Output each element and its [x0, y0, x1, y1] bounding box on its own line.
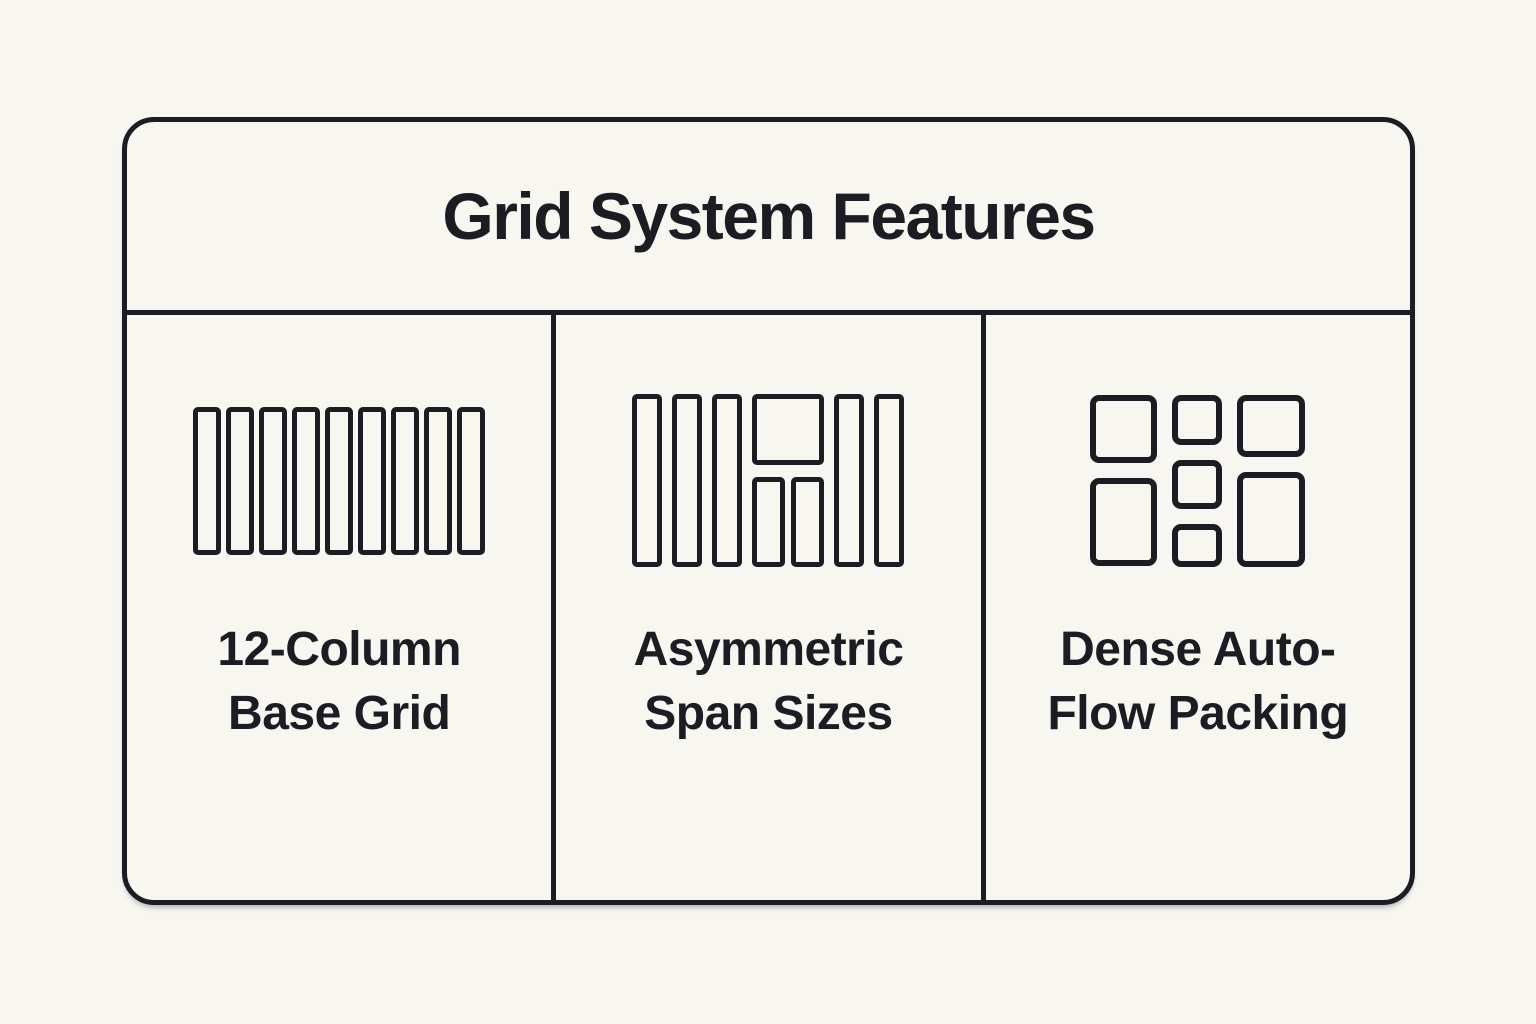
packed-cell — [1090, 394, 1158, 463]
packed-cell — [1090, 477, 1158, 566]
span-bar — [834, 394, 865, 567]
icon-zone — [632, 393, 905, 568]
panel-asymmetric-span-sizes: Asymmetric Span Sizes — [551, 315, 980, 900]
card-body: 12-Column Base Grid — [127, 315, 1410, 900]
panel-12-column-base-grid: 12-Column Base Grid — [127, 315, 551, 900]
span-bar — [672, 394, 703, 567]
column-bar — [226, 406, 255, 555]
column-bar — [391, 406, 420, 555]
panel-label: 12-Column Base Grid — [217, 623, 461, 740]
icon-zone — [1090, 393, 1306, 568]
packed-cell — [1237, 394, 1306, 457]
column-bar — [292, 406, 321, 555]
short-span-bar — [791, 477, 825, 567]
column-bar — [325, 406, 354, 555]
asymmetric-span-icon — [632, 394, 905, 567]
column-bar — [457, 406, 486, 555]
packed-cell — [1172, 523, 1223, 567]
dense-autoflow-icon — [1090, 394, 1306, 567]
card-title: Grid System Features — [442, 179, 1096, 253]
short-span-row — [752, 477, 825, 567]
packed-cell — [1172, 394, 1223, 445]
packing-column — [1237, 394, 1306, 567]
packed-cell — [1237, 471, 1306, 567]
span-bar — [712, 394, 743, 567]
column-bar — [358, 406, 387, 555]
span-bar — [632, 394, 663, 567]
packing-column — [1090, 394, 1158, 566]
short-span-bar — [752, 477, 786, 567]
column-bar — [193, 406, 222, 555]
column-bar — [424, 406, 453, 555]
span-group — [752, 394, 825, 567]
wide-span-box — [752, 394, 825, 465]
card-header: Grid System Features — [127, 122, 1410, 315]
twelve-column-grid-icon — [193, 406, 486, 555]
panel-dense-auto-flow-packing: Dense Auto- Flow Packing — [980, 315, 1410, 900]
packed-cell — [1172, 459, 1223, 509]
grid-system-features-card: Grid System Features — [122, 117, 1415, 905]
icon-zone — [193, 393, 486, 568]
packing-column — [1172, 394, 1223, 567]
panel-label: Asymmetric Span Sizes — [633, 623, 904, 740]
column-bar — [259, 406, 288, 555]
panel-label: Dense Auto- Flow Packing — [1047, 623, 1349, 740]
span-bar — [874, 394, 905, 567]
